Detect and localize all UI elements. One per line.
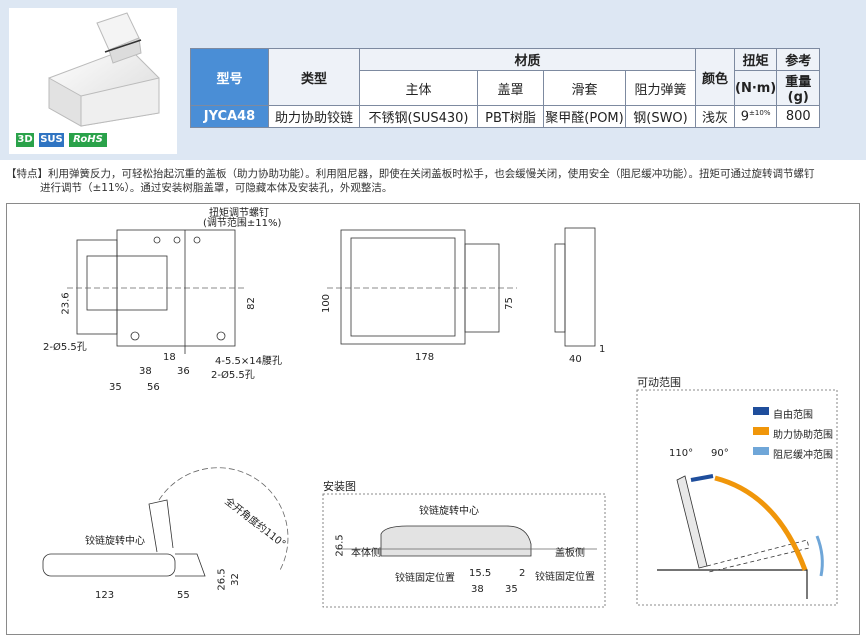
install-frame: [322, 493, 606, 608]
legend-swatch-assist: [753, 427, 769, 435]
dim-slot-4: 4-5.5×14腰孔: [215, 356, 282, 367]
header-weight: 重量(g): [776, 70, 821, 106]
legend-swatch-free: [753, 407, 769, 415]
dim-install-35: 35: [505, 584, 518, 595]
drawing-lines: [42, 227, 838, 608]
top-view-mount: [76, 239, 118, 335]
dim-install-26-5: 26.5: [334, 534, 346, 557]
badge-sus: SUS: [39, 133, 64, 147]
table-row: JYCA48 助力协助铰链 不锈钢(SUS430) PBT树脂 聚甲醛(POM)…: [190, 105, 821, 128]
product-photo: [9, 8, 177, 154]
header-reference: 参考: [776, 48, 821, 71]
torque-tolerance: ±10%: [749, 108, 771, 117]
assist-range-arrow: [714, 475, 808, 571]
dim-15-5: 15.5: [469, 568, 492, 579]
motion-range-title: 可动范围: [637, 376, 681, 389]
dim-install-2: 2: [519, 568, 526, 579]
cover-side-label: 盖板侧: [555, 548, 585, 559]
technical-drawing: 扭矩调节螺钉 (调节范围±11%) 23.6 82 2-Ø5.5孔 18 4-5…: [6, 203, 860, 635]
cell-model: JYCA48: [190, 105, 269, 128]
profile-view-body: [42, 553, 176, 577]
fix-position-right-label: 铰链固定位置: [535, 572, 595, 583]
hinge-product-image: [48, 12, 160, 127]
legend-damping-label: 阻尼缓冲范围: [773, 450, 833, 461]
cell-cover: PBT树脂: [477, 105, 544, 128]
side-view-body: [340, 229, 466, 345]
motion-range-frame: [636, 389, 838, 606]
dim-82: 82: [245, 297, 257, 310]
dim-hole-2a: 2-Ø5.5孔: [43, 342, 87, 353]
torque-value: 9: [740, 109, 750, 125]
header-torque: 扭矩: [733, 48, 778, 71]
install-hinge-center-label: 铰链旋转中心: [419, 506, 479, 517]
legend-assist-label: 助力协助范围: [773, 430, 833, 441]
header-color: 颜色: [695, 48, 735, 106]
header-model: 型号: [190, 48, 269, 106]
free-range-arrow: [690, 474, 714, 482]
header-type: 类型: [268, 48, 360, 106]
end-view-body: [564, 227, 596, 347]
cell-color: 浅灰: [695, 105, 735, 128]
torque-range-label: (调节范围±11%): [203, 218, 282, 229]
dim-178: 178: [415, 352, 435, 363]
cell-sleeve: 聚甲醛(POM): [543, 105, 626, 128]
dim-56: 56: [147, 382, 160, 393]
header-cover: 盖罩: [477, 70, 544, 106]
angle-90-label: 90°: [711, 448, 729, 459]
legend-free-label: 自由范围: [773, 410, 813, 421]
dim-75: 75: [503, 297, 515, 310]
dim-32: 32: [229, 573, 241, 586]
feature-line-1: 【特点】利用弹簧反力，可轻松抬起沉重的盖板（助力协助功能）。利用阻尼器，即使在关…: [6, 168, 815, 180]
dim-100: 100: [321, 293, 333, 314]
header-sleeve: 滑套: [543, 70, 626, 106]
damping-range-arrow: [815, 535, 824, 577]
legend-swatch-damping: [753, 447, 769, 455]
dim-36: 36: [177, 366, 190, 377]
dim-55: 55: [177, 590, 190, 601]
torque-screw-label: 扭矩调节螺钉: [209, 208, 269, 219]
feature-line-2: 进行调节（±11%）。通过安装树脂盖罩，可隐藏本体及安装孔，外观整洁。: [40, 182, 393, 194]
body-side-label: 本体侧: [351, 548, 381, 559]
feature-description: 【特点】利用弹簧反力，可轻松抬起沉重的盖板（助力协助功能）。利用阻尼器，即使在关…: [6, 167, 862, 195]
hinge-center-label: 铰链旋转中心: [85, 536, 145, 547]
install-title: 安装图: [323, 480, 356, 493]
header-main-body: 主体: [359, 70, 478, 106]
spec-table: 型号 类型 材质 颜色 扭矩 参考 主体 盖罩 滑套 阻力弹簧 (N·m) 重量…: [190, 48, 821, 128]
dim-40: 40: [569, 354, 582, 365]
fix-position-left-label: 铰链固定位置: [395, 573, 455, 584]
dim-hole-2b: 2-Ø5.5孔: [211, 370, 255, 381]
dim-1: 1: [599, 344, 606, 355]
dim-18: 18: [163, 352, 176, 363]
header-torque-unit: (N·m): [733, 70, 778, 106]
dim-35: 35: [109, 382, 122, 393]
dim-38: 38: [139, 366, 152, 377]
cell-weight: 800: [776, 105, 821, 128]
header-material: 材质: [359, 48, 696, 71]
dim-26-5: 26.5: [216, 568, 228, 591]
dim-123: 123: [95, 590, 115, 601]
badge-3d: 3D: [16, 133, 34, 147]
cell-spring: 钢(SWO): [625, 105, 696, 128]
dim-23-6: 23.6: [60, 292, 72, 315]
cell-torque: 9±10%: [733, 105, 778, 128]
header-spring: 阻力弹簧: [625, 70, 696, 106]
badge-rohs: RoHS: [69, 133, 107, 147]
cell-main-body: 不锈钢(SUS430): [359, 105, 478, 128]
cell-type: 助力协助铰链: [268, 105, 360, 128]
dim-install-38: 38: [471, 584, 484, 595]
angle-110-label: 110°: [669, 448, 694, 459]
